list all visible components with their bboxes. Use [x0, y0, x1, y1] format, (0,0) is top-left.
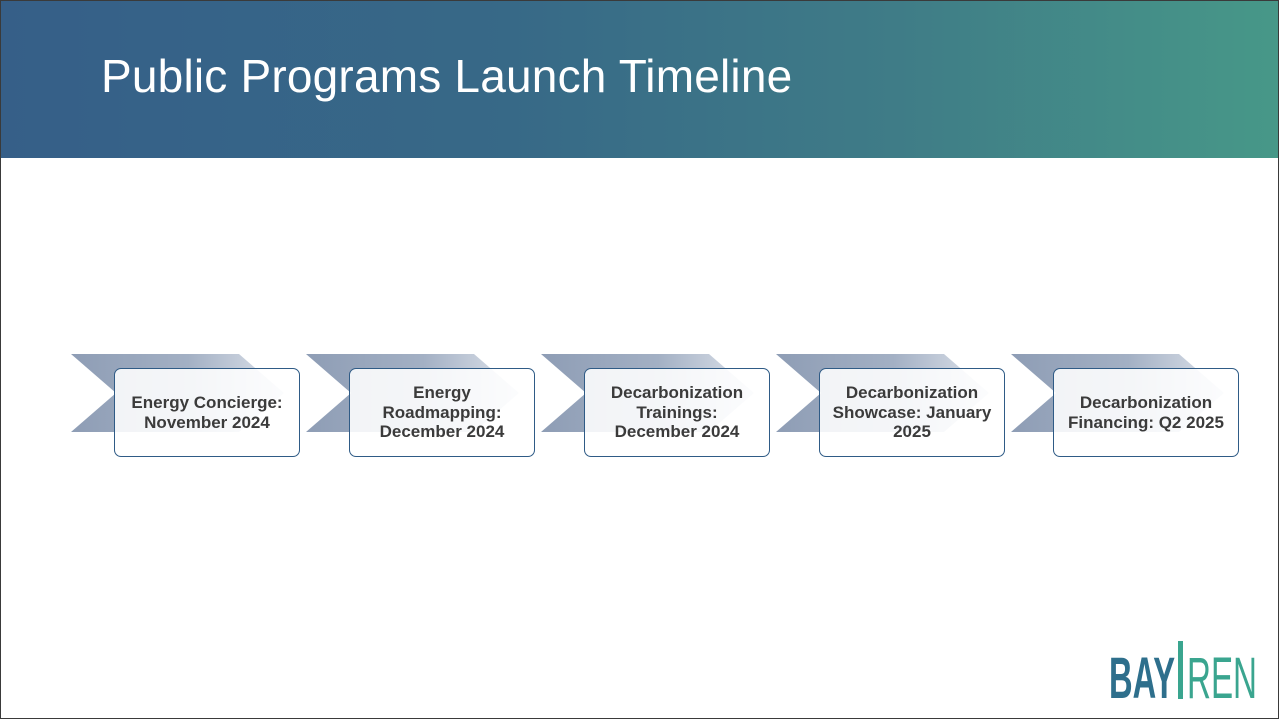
timeline-step-decarbonization-showcase: Decarbonization Showcase: January 2025: [819, 368, 1005, 457]
timeline-step-label: Energy Roadmapping: December 2024: [379, 383, 505, 442]
timeline-step-label: Energy Concierge: November 2024: [131, 393, 283, 432]
slide-title: Public Programs Launch Timeline: [101, 50, 793, 102]
timeline-step-label: Decarbonization Trainings: December 2024: [610, 383, 744, 442]
timeline-step-decarbonization-trainings: Decarbonization Trainings: December 2024: [584, 368, 770, 457]
timeline-step-label: Decarbonization Showcase: January 2025: [832, 383, 992, 442]
logo-divider: [1178, 641, 1183, 699]
timeline-step-energy-roadmapping: Energy Roadmapping: December 2024: [349, 368, 535, 457]
bayren-logo: BAY REN: [1109, 641, 1257, 703]
timeline-step-decarbonization-financing: Decarbonization Financing: Q2 2025: [1053, 368, 1239, 457]
timeline-step-energy-concierge: Energy Concierge: November 2024: [114, 368, 300, 457]
logo-bay-text: BAY: [1109, 646, 1175, 703]
timeline-step-label: Decarbonization Financing: Q2 2025: [1068, 393, 1224, 432]
title-banner: Public Programs Launch Timeline: [1, 1, 1278, 158]
logo-ren-text: REN: [1187, 646, 1257, 703]
